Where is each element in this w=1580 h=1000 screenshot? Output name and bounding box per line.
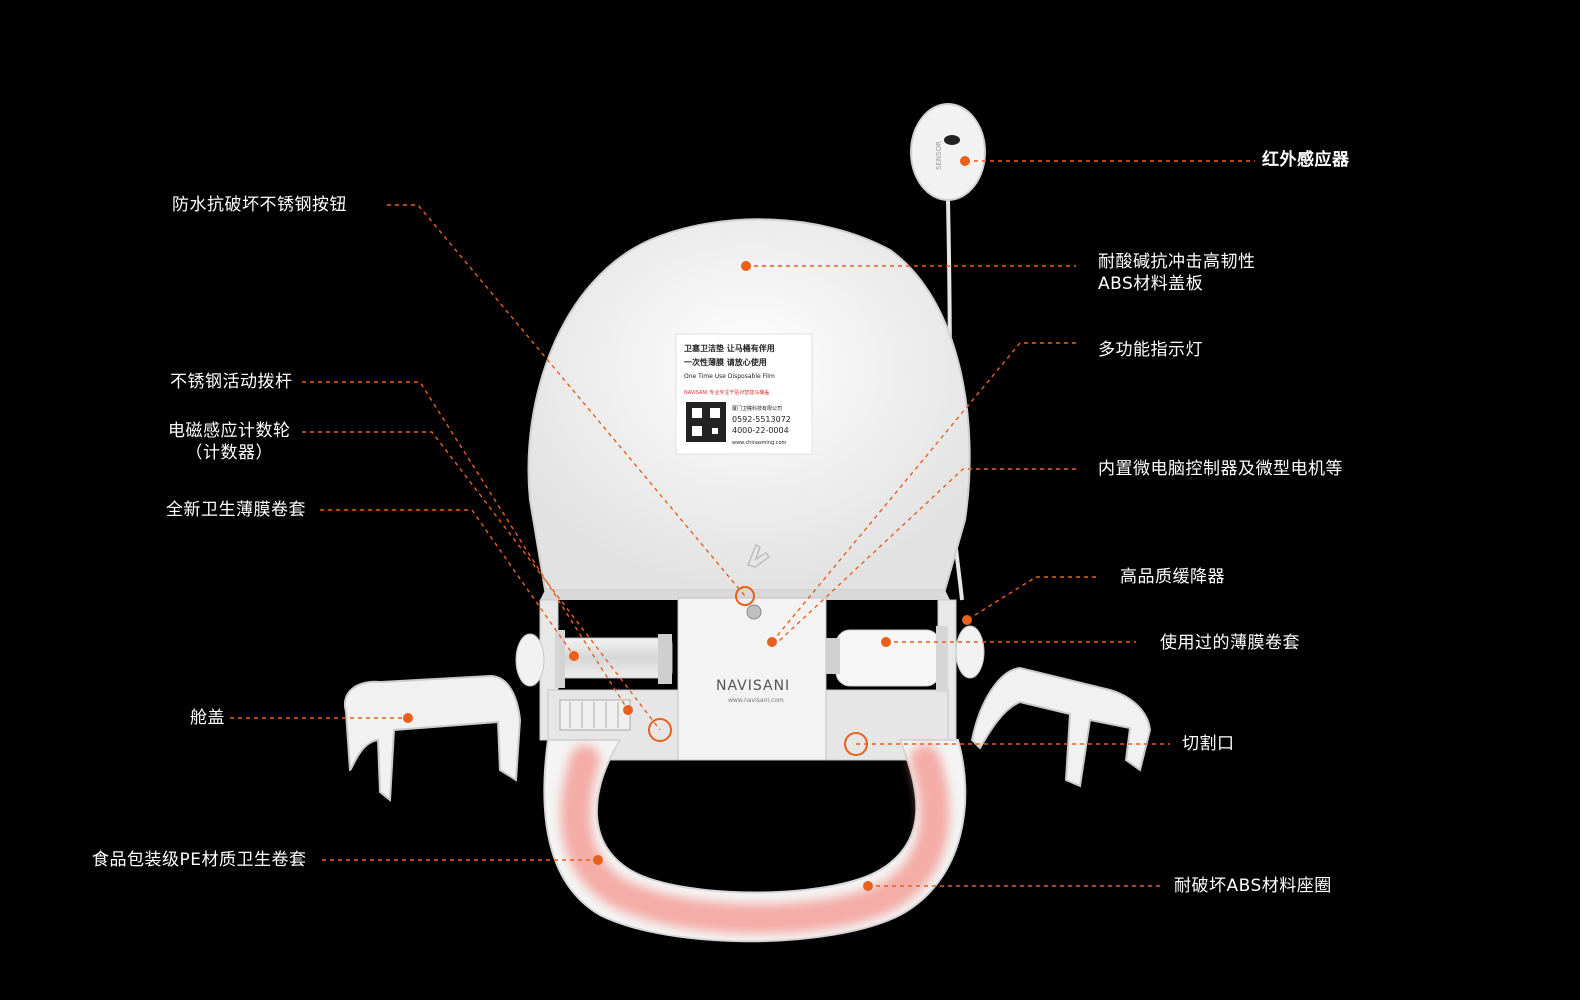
marker-cabin-cover: [403, 713, 413, 723]
sticker-line1: 卫塞卫洁垫 让马桶有伴用: [684, 343, 775, 353]
pe-film-roll: [560, 745, 950, 934]
sticker-line3: One Time Use Disposable Film: [684, 373, 775, 380]
callout-markers: [403, 156, 972, 891]
marker-lever: [623, 705, 633, 715]
label-counter: 电磁感应计数轮 （计数器）: [168, 420, 291, 464]
brand-site: www.navisani.com: [728, 697, 784, 704]
ring-cutter: [844, 732, 868, 756]
marker-new-film: [569, 651, 579, 661]
cabin-cover-right: [970, 666, 1152, 788]
marker-used-film: [881, 637, 891, 647]
label-abs-seat: 耐破坏ABS材料座圈: [1174, 876, 1332, 896]
label-cutter: 切割口: [1182, 734, 1235, 754]
sticker-site: www.chinasming.com: [732, 440, 787, 446]
sensor-text: SENSOR: [935, 141, 943, 170]
marker-infrared: [960, 156, 970, 166]
label-used-film: 使用过的薄膜卷套: [1160, 633, 1300, 653]
label-waterproof-button: 防水抗破坏不锈钢按钮: [172, 195, 347, 215]
sticker-line2: 一次性薄膜 请放心使用: [684, 357, 767, 367]
label-lever: 不锈钢活动拨杆: [170, 372, 293, 392]
label-indicator-light: 多功能指示灯: [1098, 340, 1203, 360]
lid-sticker: 卫塞卫洁垫 让马桶有伴用 一次性薄膜 请放心使用 One Time Use Di…: [675, 333, 813, 455]
hinge-right: [955, 625, 985, 679]
label-abs-cover: 耐酸碱抗冲击高韧性 ABS材料盖板: [1098, 251, 1256, 295]
marker-abs-cover: [741, 261, 751, 271]
infrared-sensor: SENSOR: [910, 103, 986, 201]
marker-indicator: [767, 637, 777, 647]
sticker-phone2: 4000-22-0004: [732, 426, 789, 435]
label-counter-line2: （计数器）: [185, 443, 273, 463]
label-controller: 内置微电脑控制器及微型电机等: [1098, 459, 1343, 479]
hinge-left: [515, 633, 545, 687]
marker-damper: [962, 615, 972, 625]
callout-lines: [230, 160, 1255, 887]
ring-counter: [648, 718, 672, 742]
label-abs-cover-line1: 耐酸碱抗冲击高韧性: [1098, 252, 1256, 272]
cabin-cover-left: [343, 674, 522, 802]
label-cabin-cover: 舱盖: [190, 708, 225, 728]
label-infrared-sensor: 红外感应器: [1262, 150, 1350, 170]
ring-button: [735, 586, 755, 606]
brand-text: NAVISANI: [716, 678, 790, 694]
sticker-brand-line: NAVISANI 专业专注干贴对智能马桶盖: [684, 389, 769, 396]
marker-pe-film: [593, 855, 603, 865]
label-counter-line1: 电磁感应计数轮: [168, 421, 291, 441]
touch-hand-icon: [746, 543, 771, 568]
label-new-film: 全新卫生薄膜卷套: [166, 500, 306, 520]
sticker-company: 厦门卫瞳科技有限公司: [732, 405, 782, 412]
toilet-seat-illustration: SENSOR 卫塞卫洁垫 让马桶有伴用 一次性薄膜 请放心使用 One Time…: [343, 103, 1152, 943]
label-damper: 高品质缓降器: [1120, 567, 1225, 587]
stainless-button: [746, 604, 762, 620]
controller-box: [677, 597, 827, 761]
marker-abs-seat: [863, 881, 873, 891]
label-pe-film: 食品包装级PE材质卫生卷套: [92, 850, 307, 870]
sticker-phone1: 0592-5513072: [732, 415, 791, 424]
label-abs-cover-line2: ABS材料盖板: [1098, 274, 1204, 294]
